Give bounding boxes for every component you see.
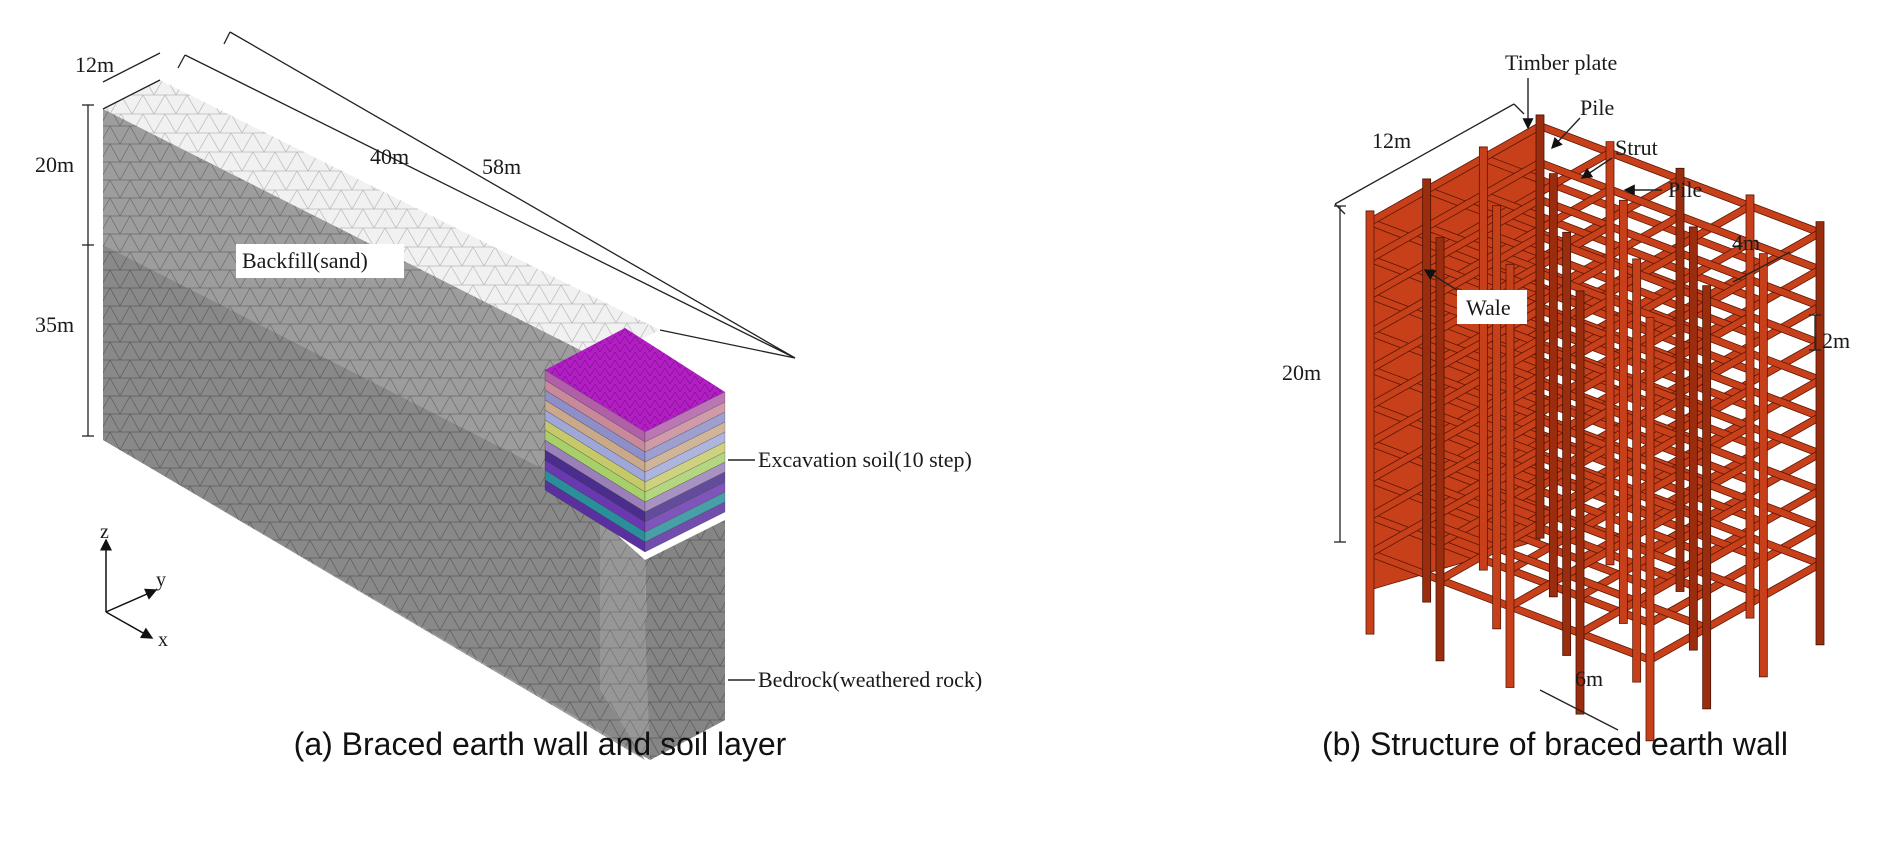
- panel-a: 12m 20m 35m 40m 58m Backfill(sand) Excav…: [35, 31, 982, 762]
- dim-spacing-2m: 2m: [1822, 328, 1850, 353]
- pile-top-leader: [1551, 117, 1581, 150]
- panel-b: Timber plate Pile Strut Pile Wale 12m 20…: [1282, 50, 1850, 762]
- pile: [1535, 114, 1545, 539]
- wale-label-box: [1457, 290, 1527, 324]
- pile: [1422, 178, 1432, 603]
- pile: [1478, 146, 1488, 571]
- pile: [1435, 237, 1445, 662]
- dim-height-20m: 20m: [1282, 360, 1321, 385]
- pile: [1745, 194, 1755, 619]
- dim-spacing-4m: 4m: [1732, 230, 1760, 255]
- pile: [1618, 199, 1628, 624]
- excavation-column: [544, 328, 726, 760]
- brace-frame: [1365, 114, 1825, 742]
- bedrock-front-face: [103, 245, 650, 760]
- dim-spacing-6m: 6m: [1575, 666, 1603, 691]
- strut-leader: [1580, 157, 1613, 179]
- pile: [1562, 231, 1572, 656]
- bedrock-label: Bedrock(weathered rock): [758, 667, 982, 692]
- pile: [1645, 317, 1655, 742]
- excavation-layers: [544, 369, 726, 553]
- z-axis-label: z: [100, 521, 109, 543]
- excavation-layer-side: [644, 501, 726, 553]
- pile-right-label: Pile: [1668, 177, 1702, 202]
- wale-label: Wale: [1466, 295, 1511, 320]
- caption-b: (b) Structure of braced earth wall: [1322, 726, 1788, 762]
- pile: [1688, 226, 1698, 651]
- excavation-bedrock-block: [545, 556, 725, 760]
- dimension-lines-a: [82, 31, 796, 437]
- pile: [1548, 173, 1558, 598]
- x-axis-label: x: [158, 629, 168, 651]
- pile: [1365, 210, 1375, 635]
- caption-a: (a) Braced earth wall and soil layer: [294, 726, 787, 762]
- pile-top-label: Pile: [1580, 95, 1614, 120]
- pile: [1505, 263, 1515, 688]
- axis-triad: z y x: [100, 521, 168, 651]
- pile: [1605, 141, 1615, 566]
- pile: [1758, 253, 1768, 678]
- pile: [1702, 285, 1712, 710]
- dim-depth-35m: 35m: [35, 312, 74, 337]
- backfill-label-box: [236, 244, 404, 278]
- backfill-label: Backfill(sand): [242, 248, 368, 273]
- dim-length-58m: 58m: [482, 154, 521, 179]
- dim-width-12m-b: 12m: [1372, 128, 1411, 153]
- excavation-label: Excavation soil(10 step): [758, 447, 972, 472]
- dim-length-40m: 40m: [370, 144, 409, 169]
- y-axis-arrow: [105, 588, 158, 613]
- backfill-top-face: [103, 80, 660, 360]
- excavation-top-layer: [545, 328, 725, 432]
- timber-plate-label: Timber plate: [1505, 50, 1617, 75]
- pile: [1575, 290, 1585, 715]
- strut-label: Strut: [1615, 135, 1658, 160]
- pile: [1632, 258, 1642, 683]
- pile: [1492, 205, 1502, 630]
- x-axis-arrow: [105, 611, 154, 639]
- dim-width-12m: 12m: [75, 52, 114, 77]
- dim-depth-20m: 20m: [35, 152, 74, 177]
- pile: [1815, 221, 1825, 646]
- pile: [1675, 167, 1685, 592]
- dimension-lines-b: [1334, 103, 1821, 731]
- y-axis-label: y: [156, 569, 166, 591]
